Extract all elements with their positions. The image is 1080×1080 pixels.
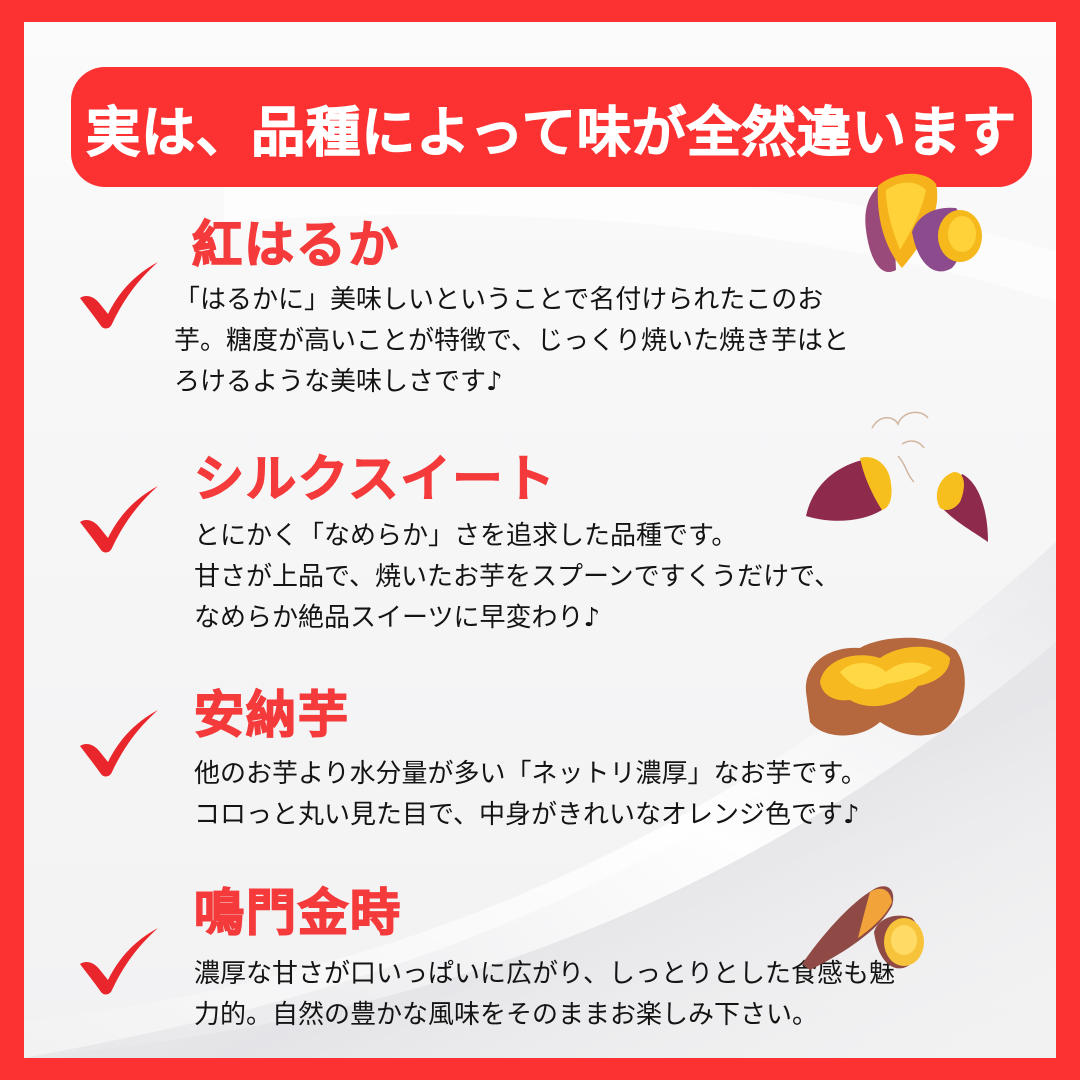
check-icon (80, 928, 158, 995)
description-line: ろけるような美味しさです♪ (174, 367, 503, 397)
description-line: 芋。糖度が高いことが特徴で、じっくり焼いた焼き芋はと (174, 326, 849, 356)
check-icon (80, 486, 158, 553)
variety-description-anno-imo: 他のお芋より水分量が多い「ネットリ濃厚」なお芋です。 コロっと丸い見た目で、中身… (194, 754, 867, 836)
headline-banner: 実は、品種によって味が全然違います (71, 67, 1032, 187)
steaming-sweet-potato-image (806, 411, 988, 542)
baked-sweet-potato-image (805, 637, 965, 736)
description-line: 力的。自然の豊かな風味をそのままお楽しみ下さい。 (194, 1000, 819, 1030)
description-line: 「はるかに」美味しいということで名付けられたこのお (174, 285, 824, 315)
variety-name-naruto-kintoki: 鳴門金時 (193, 884, 402, 942)
roasted-sweet-potato-image (865, 173, 982, 273)
description-line: とにかく「なめらか」さを追求した品種です。 (194, 521, 738, 551)
variety-description-beni-haruka: 「はるかに」美味しいということで名付けられたこのお 芋。糖度が高いことが特徴で、… (174, 280, 849, 403)
description-line: コロっと丸い見た目で、中身がきれいなオレンジ色です♪ (194, 800, 860, 830)
variety-name-beni-haruka: 紅はるか (191, 216, 400, 274)
description-line: なめらか絶品スイーツに早変わり♪ (194, 603, 601, 633)
content-frame: 実は、品種によって味が全然違います 紅はるか 「はるかに」美味しいということで名… (24, 22, 1056, 1058)
variety-name-silk-sweet: シルクスイート (193, 450, 557, 508)
variety-name-anno-imo: 安納芋 (193, 686, 350, 744)
variety-description-naruto-kintoki: 濃厚な甘さが口いっぱいに広がり、しっとりとした食感も魅 力的。自然の豊かな風味を… (194, 954, 895, 1036)
sliced-sweet-potato-image (802, 886, 924, 970)
headline-title: 実は、品種によって味が全然違います (86, 100, 1017, 164)
variety-description-silk-sweet: とにかく「なめらか」さを追求した品種です。 甘さが上品で、焼いたお芋をスプーンで… (194, 516, 840, 639)
description-line: 濃厚な甘さが口いっぱいに広がり、しっとりとした食感も魅 (194, 959, 895, 989)
check-icon (80, 710, 158, 777)
description-line: 甘さが上品で、焼いたお芋をスプーンですくうだけで、 (194, 562, 841, 592)
check-icon (80, 262, 158, 329)
description-line: 他のお芋より水分量が多い「ネットリ濃厚」なお芋です。 (194, 759, 867, 789)
